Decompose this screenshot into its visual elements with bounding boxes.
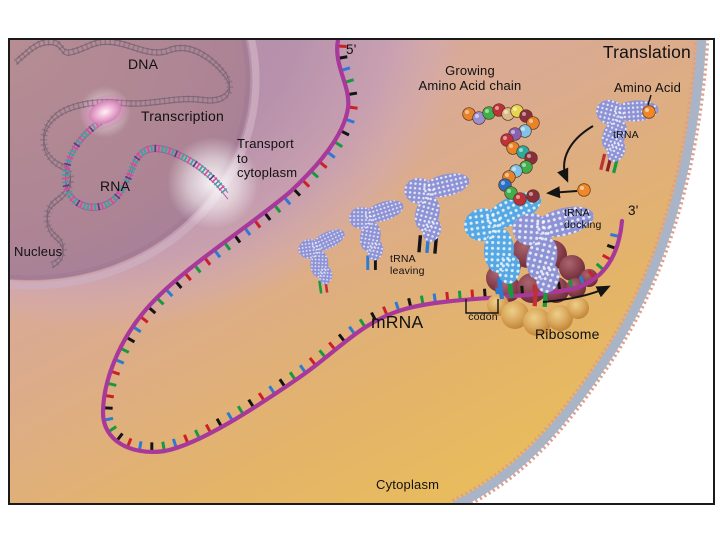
dna-label: DNA	[128, 56, 159, 72]
trna-leaving-1	[298, 229, 345, 294]
trna-docking-label: tRNA docking	[564, 207, 602, 231]
nucleus-label: Nucleus	[14, 244, 63, 259]
amino-acid-label: Amino Acid	[614, 80, 682, 95]
cytoplasm-label: Cytoplasm	[376, 477, 440, 492]
mrna-strand	[100, 40, 625, 454]
transcription-label: Transcription	[141, 108, 224, 124]
trna-label: tRNA	[613, 129, 639, 141]
trna-molecules	[298, 99, 659, 308]
translation-label: Translation	[602, 42, 691, 62]
trna-leaving-3	[404, 173, 470, 254]
dna-strand	[13, 40, 234, 269]
diagram-canvas	[10, 40, 713, 503]
trna-leaving-2	[349, 200, 404, 270]
mrna-label: mRNA	[371, 312, 424, 332]
amino-acid-chain	[462, 103, 540, 206]
trna-in-ribosome-p-site	[464, 192, 542, 300]
cell-membrane	[451, 40, 713, 503]
rna-label: RNA	[100, 178, 131, 194]
trna-leaving-label: tRNA leaving	[390, 253, 425, 277]
amino-acid-beads	[577, 105, 656, 197]
transport-to-cytoplasm-label: Transport to cytoplasm	[237, 136, 298, 181]
trna-in-ribosome-a-site	[512, 206, 594, 308]
five-prime-label: 5'	[346, 42, 357, 57]
diagram-frame: DNA Transcription Transport to cytoplasm…	[8, 38, 715, 505]
transcription-bubble	[81, 94, 129, 130]
growing-amino-acid-chain-label: Growing Amino Acid chain	[418, 63, 522, 93]
codon-label: codon	[468, 311, 498, 323]
annotation-arrows	[465, 94, 652, 314]
ribosome-label: Ribosome	[535, 326, 600, 342]
rna-strand	[61, 116, 229, 211]
three-prime-label: 3'	[628, 203, 639, 218]
